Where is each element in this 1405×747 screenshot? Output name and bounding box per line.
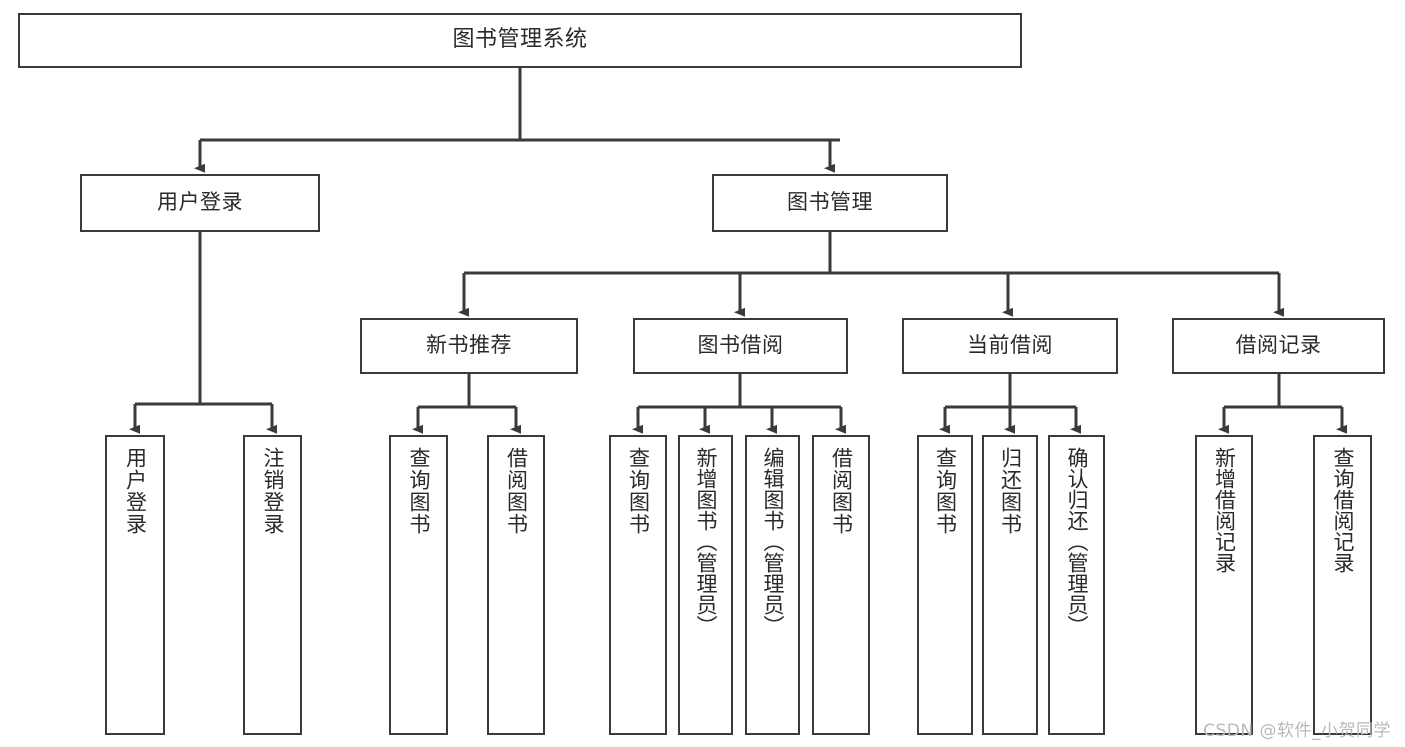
leaf-logout[interactable]: 注销登录	[243, 435, 302, 735]
node-book-borrow[interactable]: 图书借阅	[633, 318, 848, 374]
node-borrow-records[interactable]: 借阅记录	[1172, 318, 1385, 374]
node-label: 借阅图书	[504, 447, 529, 535]
node-label: 新增图书（管理员）	[693, 447, 718, 636]
leaf-add-book-admin[interactable]: 新增图书（管理员）	[678, 435, 733, 735]
node-label: 图书管理系统	[452, 27, 588, 53]
node-new-book-recommend[interactable]: 新书推荐	[360, 318, 578, 374]
leaf-query-book-new[interactable]: 查询图书	[389, 435, 448, 735]
node-label: 查询借阅记录	[1330, 447, 1355, 573]
node-label: 归还图书	[998, 447, 1023, 535]
node-label: 用户登录	[157, 190, 243, 215]
leaf-query-book-current[interactable]: 查询图书	[917, 435, 973, 735]
node-label: 图书管理	[787, 190, 873, 215]
node-label: 当前借阅	[967, 333, 1053, 358]
node-label: 查询图书	[933, 447, 958, 535]
leaf-confirm-return-admin[interactable]: 确认归还（管理员）	[1048, 435, 1105, 735]
node-label: 查询图书	[626, 447, 651, 535]
leaf-user-login[interactable]: 用户登录	[105, 435, 165, 735]
leaf-add-borrow-record[interactable]: 新增借阅记录	[1195, 435, 1253, 735]
node-label: 图书借阅	[697, 333, 784, 358]
leaf-return-book[interactable]: 归还图书	[982, 435, 1038, 735]
node-label: 借阅记录	[1235, 333, 1322, 358]
node-label: 新增借阅记录	[1212, 447, 1237, 573]
node-label: 用户登录	[123, 447, 148, 535]
leaf-edit-book-admin[interactable]: 编辑图书（管理员）	[745, 435, 800, 735]
leaf-query-borrow-record[interactable]: 查询借阅记录	[1313, 435, 1372, 735]
leaf-query-book-borrow[interactable]: 查询图书	[609, 435, 667, 735]
node-book-management[interactable]: 图书管理	[712, 174, 948, 232]
node-label: 新书推荐	[426, 333, 512, 358]
node-user-login[interactable]: 用户登录	[80, 174, 320, 232]
node-label: 注销登录	[260, 447, 285, 535]
node-label: 编辑图书（管理员）	[760, 447, 785, 636]
node-label: 借阅图书	[829, 447, 854, 535]
csdn-watermark: CSDN @软件_小贺同学	[1203, 721, 1391, 741]
node-root-system[interactable]: 图书管理系统	[18, 13, 1022, 68]
node-label: 查询图书	[406, 447, 431, 535]
node-label: 确认归还（管理员）	[1064, 447, 1089, 636]
node-current-borrow[interactable]: 当前借阅	[902, 318, 1118, 374]
leaf-borrow-book[interactable]: 借阅图书	[812, 435, 870, 735]
leaf-borrow-book-new[interactable]: 借阅图书	[487, 435, 545, 735]
